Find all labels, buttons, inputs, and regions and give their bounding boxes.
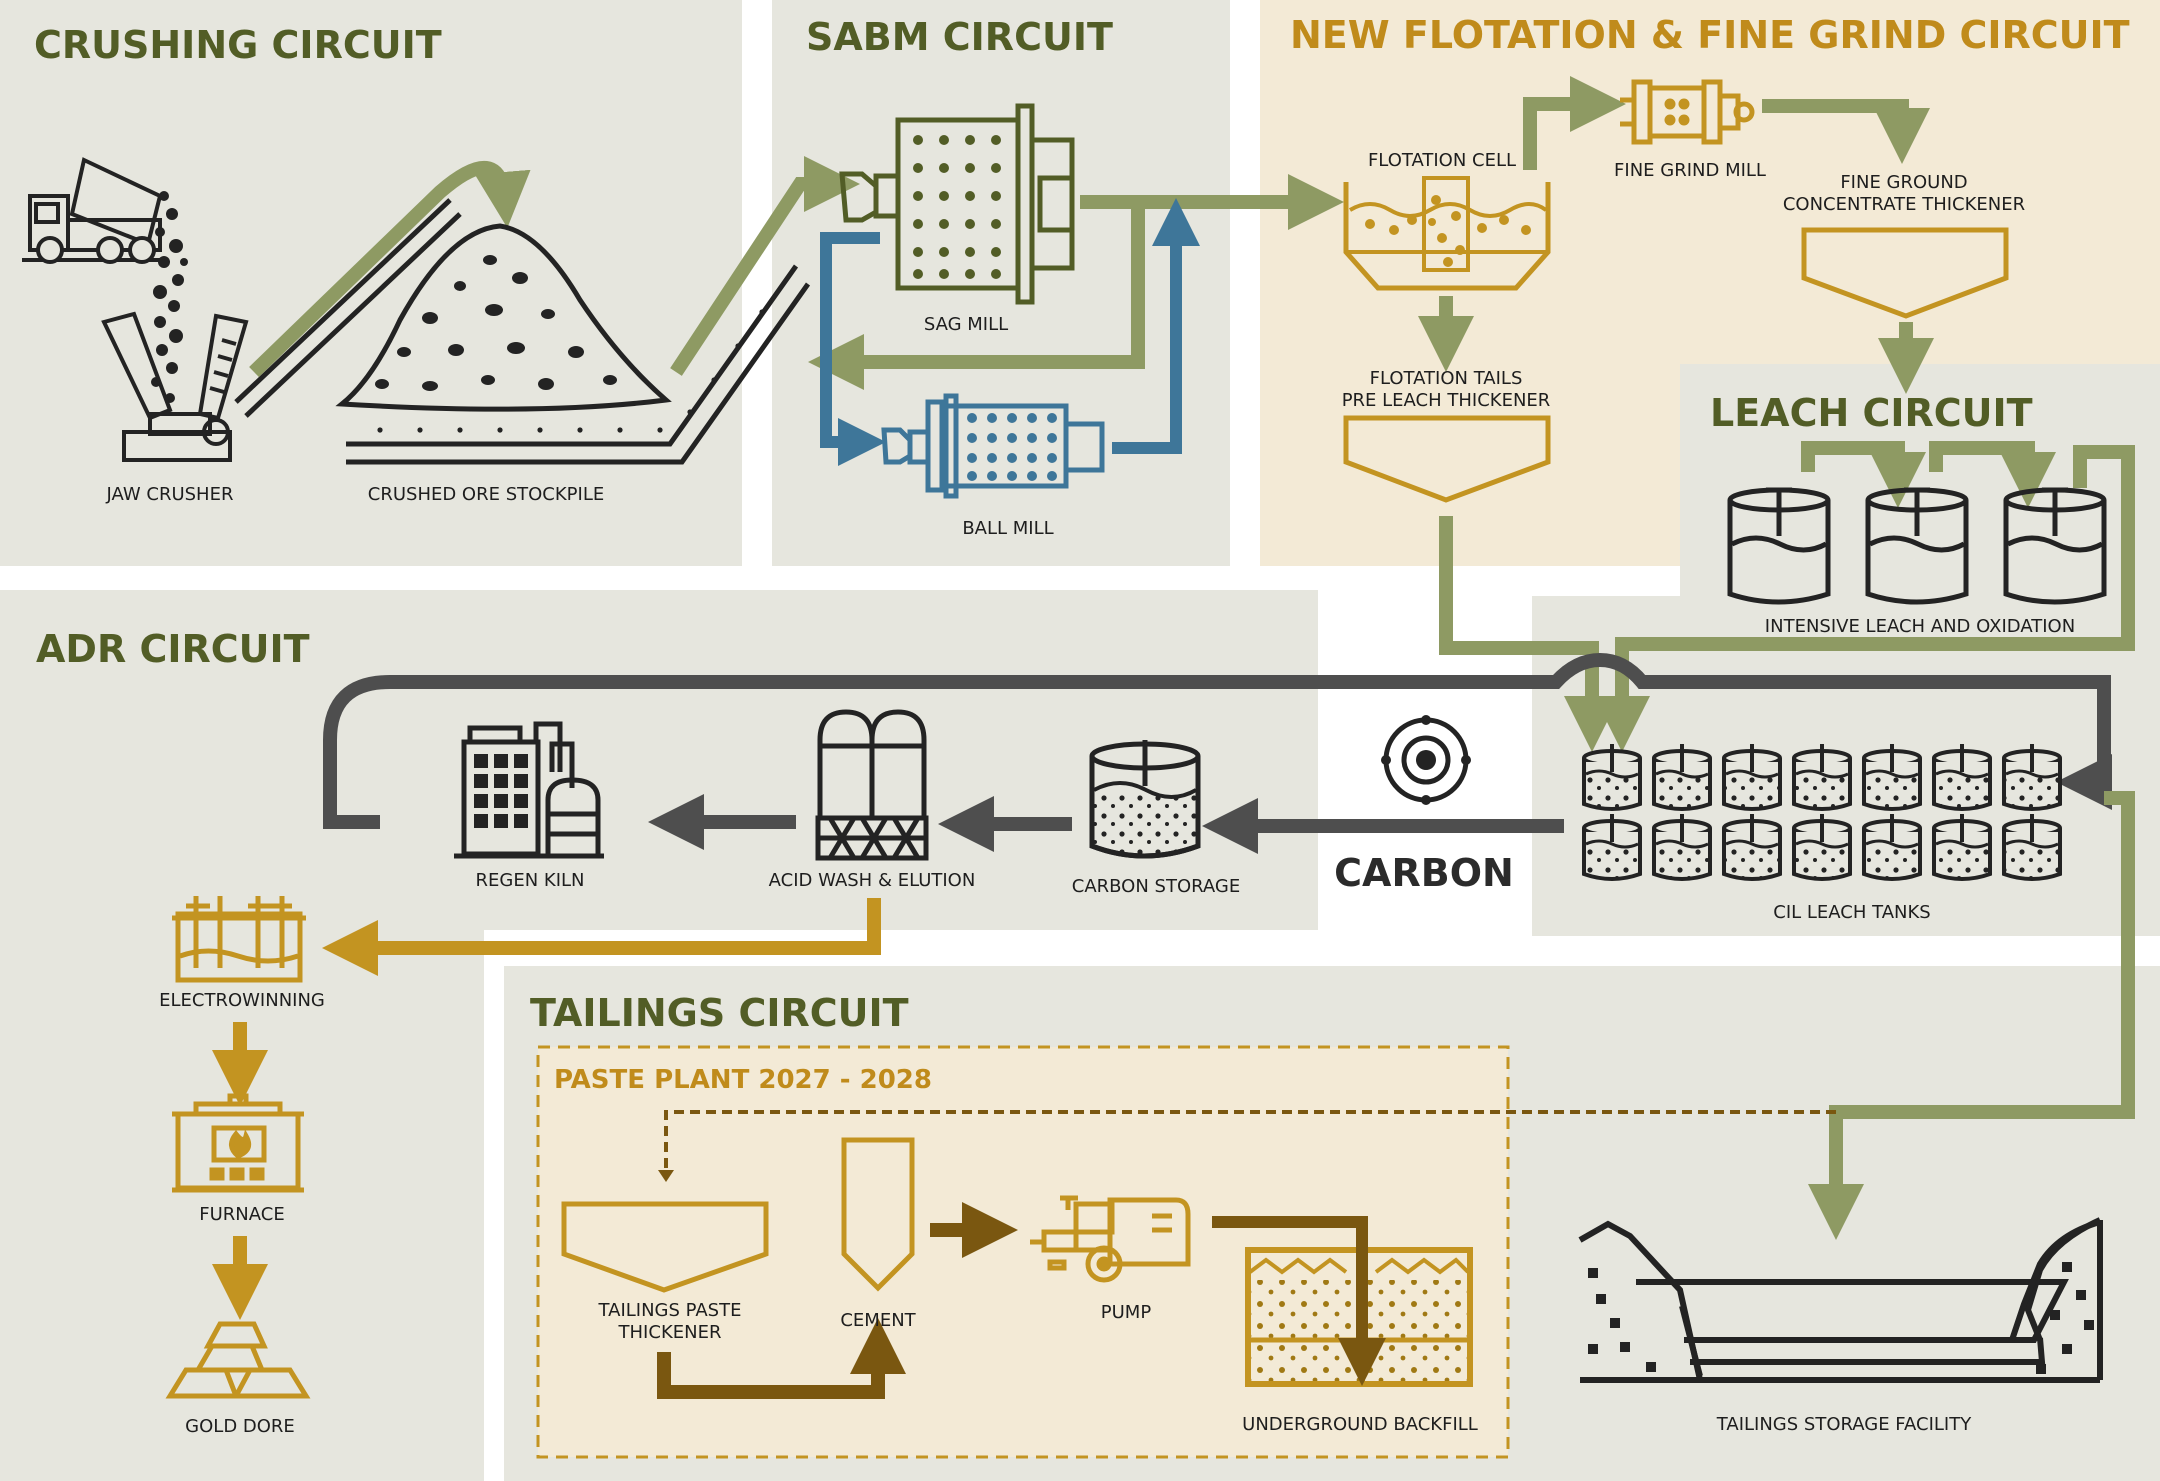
sabm-panel xyxy=(772,0,1230,566)
backfill-label: UNDERGROUND BACKFILL xyxy=(1242,1414,1478,1435)
carbon-atom-icon xyxy=(1381,715,1471,805)
acid-wash-label: ACID WASH & ELUTION xyxy=(769,870,976,891)
cil-tank-icon xyxy=(2002,814,2062,881)
gold-dore-label: GOLD DORE xyxy=(185,1416,295,1437)
fine-grind-mill-label: FINE GRIND MILL xyxy=(1614,160,1766,181)
flow-blue-from-ball xyxy=(1112,198,1200,454)
stockpile-label: CRUSHED ORE STOCKPILE xyxy=(368,484,604,505)
flow-thickener-to-cement xyxy=(657,1318,906,1399)
cil-tanks-grid xyxy=(1582,744,2062,881)
tailings-title: TAILINGS CIRCUIT xyxy=(530,991,909,1035)
ball-mill-dots xyxy=(967,413,1057,481)
cil-tank-icon xyxy=(1792,814,1852,881)
cil-tank-icon xyxy=(1932,744,1992,811)
kiln-building-icon xyxy=(454,721,604,859)
flow-grind-to-thickener xyxy=(1762,99,1930,164)
regen-kiln-label: REGEN KILN xyxy=(476,870,585,891)
conveyor-2 xyxy=(346,264,811,465)
crushing-title: CRUSHING CIRCUIT xyxy=(34,23,442,67)
cil-tank-icon xyxy=(1932,814,1992,881)
falling-ore xyxy=(151,191,188,403)
elution-silo-icon xyxy=(815,709,929,861)
carbon-storage-icon xyxy=(1089,740,1201,859)
ball-mill-label: BALL MILL xyxy=(962,518,1053,539)
flot-tails-label-1: FLOTATION TAILS xyxy=(1370,368,1523,389)
cil-tank-icon xyxy=(1792,744,1852,811)
flow-pump-to-backfill xyxy=(1212,1216,1386,1386)
sabm-title: SABM CIRCUIT xyxy=(806,15,1113,59)
fine-thickener-icon xyxy=(1801,227,2009,319)
cil-tank-icon xyxy=(2002,744,2062,811)
flow-sag-return xyxy=(808,202,1145,390)
leach-title: LEACH CIRCUIT xyxy=(1710,391,2033,435)
adr-title: ADR CIRCUIT xyxy=(36,627,310,671)
cil-tank-icon xyxy=(1722,744,1782,811)
conveyor-dots xyxy=(377,309,765,433)
pump-label: PUMP xyxy=(1101,1302,1152,1323)
cement-label: CEMENT xyxy=(840,1310,916,1331)
paste-thickener-label-2: THICKENER xyxy=(618,1322,722,1343)
ball-mill-icon xyxy=(881,393,1105,499)
tsf-rocks xyxy=(1588,1262,2094,1374)
fine-grind-mill-icon xyxy=(1620,79,1755,145)
flow-tails-to-cil xyxy=(1439,516,1620,752)
flow-leach-1-2 xyxy=(1801,441,1926,508)
cil-tank-icon xyxy=(1722,814,1782,881)
flow-flot-to-grind xyxy=(1523,76,1626,170)
conveyor-1 xyxy=(234,198,462,418)
cil-tank-icon xyxy=(1582,814,1642,881)
sag-mill-dots xyxy=(913,135,1001,279)
flow-arrow-to-sag xyxy=(670,156,860,376)
furnace-icon xyxy=(172,1093,304,1193)
dump-truck-icon xyxy=(22,157,166,264)
paste-thickener-icon xyxy=(561,1201,769,1293)
flow-blue-to-ball xyxy=(820,232,886,466)
flow-cil-to-tsf xyxy=(1808,791,2135,1240)
flow-paste-dashed xyxy=(664,1110,1836,1172)
flotation-cell-label: FLOTATION CELL xyxy=(1368,150,1516,171)
leach-tank-icon xyxy=(1865,487,1969,605)
fine-thickener-label-2: CONCENTRATE THICKENER xyxy=(1783,194,2025,215)
paste-plant-title: PASTE PLANT 2027 - 2028 xyxy=(554,1065,932,1095)
electrowinning-label: ELECTROWINNING xyxy=(159,990,325,1011)
jaw-crusher-icon xyxy=(101,311,249,462)
flow-arrow-to-stockpile xyxy=(249,160,531,378)
carbon-label: CARBON xyxy=(1334,851,1514,895)
cil-tank-icon xyxy=(1862,744,1922,811)
flotation-cell-icon xyxy=(1343,176,1551,291)
flow-leach-2-3 xyxy=(1929,441,2056,508)
sag-mill-label: SAG MILL xyxy=(924,314,1008,335)
pump-icon xyxy=(1030,1195,1191,1283)
furnace-label: FURNACE xyxy=(199,1204,284,1225)
leach-tank-icon xyxy=(1727,487,1831,605)
fine-thickener-label-1: FINE GROUND xyxy=(1840,172,1967,193)
leach-tank-icon xyxy=(2003,487,2107,605)
cil-tank-icon xyxy=(1862,814,1922,881)
flow-acid-to-electrowinning xyxy=(322,898,881,976)
electrowinning-icon xyxy=(172,896,306,983)
cil-tank-icon xyxy=(1652,744,1712,811)
cil-tanks-label: CIL LEACH TANKS xyxy=(1773,902,1930,923)
intensive-leach-label: INTENSIVE LEACH AND OXIDATION xyxy=(1765,616,2075,637)
flot-tails-label-2: PRE LEACH THICKENER xyxy=(1342,390,1551,411)
cil-tank-icon xyxy=(1652,814,1712,881)
flow-leach-out xyxy=(1594,445,2135,752)
jaw-crusher-label: JAW CRUSHER xyxy=(106,484,234,505)
flow-carbon-loop xyxy=(323,652,2112,829)
tsf-label: TAILINGS STORAGE FACILITY xyxy=(1716,1414,1972,1435)
cement-silo-icon xyxy=(841,1137,915,1292)
sag-mill-icon xyxy=(839,103,1075,305)
flotation-title: NEW FLOTATION & FINE GRIND CIRCUIT xyxy=(1290,13,2130,57)
paste-thickener-label-1: TAILINGS PASTE xyxy=(598,1300,742,1321)
carbon-storage-label: CARBON STORAGE xyxy=(1072,876,1240,897)
flot-tails-thickener-icon xyxy=(1343,415,1551,503)
dashed-arrow-head xyxy=(658,1170,674,1182)
tailings-dam-icon xyxy=(1578,1217,2103,1383)
cil-tank-icon xyxy=(1582,744,1642,811)
crushing-panel xyxy=(0,0,742,566)
kiln-windows xyxy=(474,754,528,828)
ore-stockpile-icon xyxy=(335,223,672,412)
gold-bars-icon xyxy=(165,1321,311,1399)
